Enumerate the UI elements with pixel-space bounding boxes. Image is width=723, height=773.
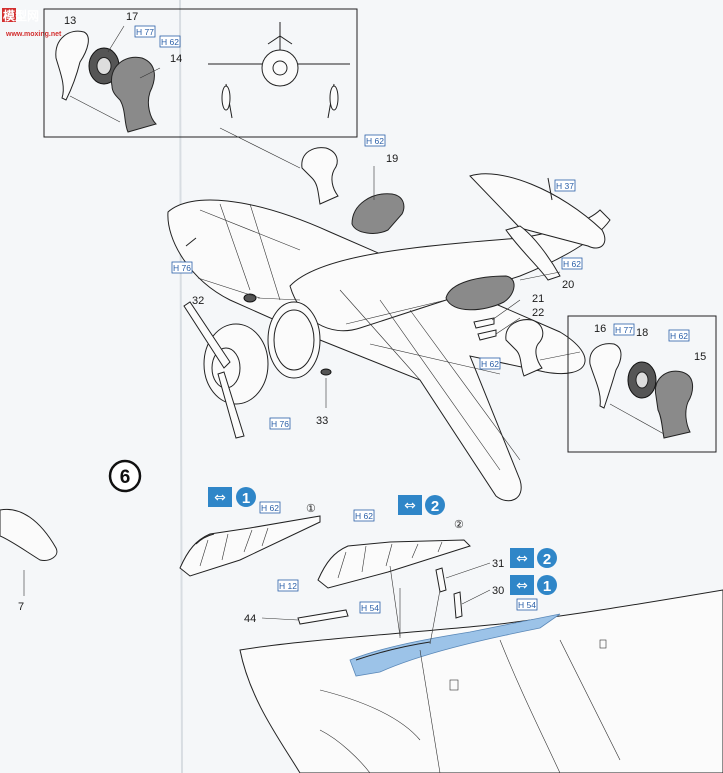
variant-marker-2: ② bbox=[454, 519, 464, 531]
part-number-16: 16 bbox=[594, 323, 606, 335]
tail-rudder bbox=[505, 225, 561, 281]
part-number-15: 15 bbox=[694, 351, 706, 363]
step-number: 6 bbox=[120, 467, 131, 488]
landing-gear-leg-right bbox=[505, 319, 544, 377]
paint-code-h54-left: H 54 bbox=[359, 601, 381, 614]
svg-text:H 62: H 62 bbox=[366, 136, 384, 146]
paint-code-h77-right: H 77 bbox=[613, 323, 635, 336]
svg-text:H 62: H 62 bbox=[670, 331, 688, 341]
callout-arrow-1-left: ⇔ 1 bbox=[208, 487, 256, 507]
landing-gear-leg-top bbox=[301, 147, 339, 205]
variant-marker-1: ① bbox=[306, 503, 316, 515]
front-view-plane bbox=[208, 22, 350, 119]
svg-text:H 62: H 62 bbox=[481, 359, 499, 369]
cockpit-blue-area bbox=[349, 613, 561, 677]
paint-code-h62-right: H 62 bbox=[668, 329, 690, 342]
paint-code-h76-wing: H 76 bbox=[171, 261, 193, 274]
part-14-shape bbox=[110, 56, 157, 133]
callout-arrow-2-right: ⇔ 2 bbox=[510, 548, 557, 568]
paint-code-h62-inset: H 62 bbox=[159, 35, 181, 48]
svg-text:H 77: H 77 bbox=[615, 325, 633, 335]
svg-text:H 62: H 62 bbox=[355, 511, 373, 521]
svg-text:H 12: H 12 bbox=[279, 581, 297, 591]
svg-text:H 76: H 76 bbox=[271, 419, 289, 429]
svg-text:2: 2 bbox=[543, 551, 551, 568]
propeller-blade-upper bbox=[183, 301, 231, 369]
part-number-18: 18 bbox=[636, 327, 648, 339]
part-number-7: 7 bbox=[18, 601, 24, 613]
part-number-22: 22 bbox=[532, 307, 544, 319]
part-30 bbox=[453, 591, 463, 619]
part-44 bbox=[297, 609, 349, 625]
leader-lines bbox=[197, 127, 581, 408]
svg-text:H 62: H 62 bbox=[261, 503, 279, 513]
inset-box-tail-gear bbox=[567, 315, 717, 453]
part-32 bbox=[243, 293, 257, 303]
canopy-variant-1 bbox=[179, 515, 321, 577]
part-number-30: 30 bbox=[492, 585, 504, 597]
callout-arrow-2-center: ⇔ 2 bbox=[398, 495, 445, 515]
paint-code-h62-canopy: H 62 bbox=[364, 134, 386, 147]
svg-text:2: 2 bbox=[431, 498, 439, 515]
svg-text:H 37: H 37 bbox=[556, 181, 574, 191]
part-31 bbox=[435, 567, 447, 593]
watermark-title: 模型网 bbox=[3, 8, 39, 23]
part-number-21: 21 bbox=[532, 293, 544, 305]
svg-text:H 76: H 76 bbox=[173, 263, 191, 273]
svg-text:H 77: H 77 bbox=[136, 27, 154, 37]
part-21 bbox=[473, 317, 495, 329]
cowling-ring bbox=[267, 301, 321, 379]
paint-code-h62-canopy1: H 62 bbox=[259, 501, 281, 514]
tail-fin bbox=[469, 173, 606, 249]
svg-text:1: 1 bbox=[543, 578, 551, 595]
part-22 bbox=[477, 329, 497, 341]
part-number-17: 17 bbox=[126, 11, 138, 23]
watermark-logo: 模型网 www.moxing.net bbox=[2, 8, 62, 38]
paint-code-h12: H 12 bbox=[277, 579, 299, 592]
canopy-variant-2 bbox=[317, 539, 471, 589]
paint-code-h37: H 37 bbox=[554, 179, 576, 192]
part-number-14: 14 bbox=[170, 53, 182, 65]
paint-code-h62-canopy2: H 62 bbox=[353, 509, 375, 522]
svg-text:⇔: ⇔ bbox=[214, 490, 226, 506]
part-number-31: 31 bbox=[492, 558, 504, 570]
part-20-tank bbox=[445, 275, 515, 311]
inset-tail-gear-parts bbox=[589, 343, 693, 439]
svg-text:H 62: H 62 bbox=[161, 37, 179, 47]
part-number-19: 19 bbox=[386, 153, 398, 165]
part-number-32: 32 bbox=[192, 295, 204, 307]
svg-text:⇔: ⇔ bbox=[516, 551, 528, 567]
part-33 bbox=[320, 368, 332, 376]
svg-text:H 54: H 54 bbox=[361, 603, 379, 613]
svg-text:⇔: ⇔ bbox=[516, 578, 528, 594]
part-number-44: 44 bbox=[244, 613, 256, 625]
paint-code-h54-right: H 54 bbox=[516, 598, 538, 611]
svg-text:H 62: H 62 bbox=[563, 259, 581, 269]
svg-text:H 54: H 54 bbox=[518, 600, 536, 610]
part-number-20: 20 bbox=[562, 279, 574, 291]
propeller-blade-lower bbox=[217, 371, 245, 439]
aircraft-body bbox=[167, 173, 611, 502]
part-number-13: 13 bbox=[64, 15, 76, 27]
svg-text:1: 1 bbox=[242, 490, 250, 507]
part-13-shape bbox=[55, 30, 89, 101]
part-19-canopy bbox=[351, 193, 405, 234]
paint-code-h76-engine: H 76 bbox=[269, 417, 291, 430]
callout-arrow-1-right: ⇔ 1 bbox=[510, 575, 557, 595]
part-7 bbox=[0, 508, 58, 561]
step-6-marker: 6 bbox=[108, 459, 142, 493]
inset-box-main-gear bbox=[43, 8, 358, 138]
part-number-33: 33 bbox=[316, 415, 328, 427]
watermark-url: www.moxing.net bbox=[5, 31, 62, 38]
svg-text:⇔: ⇔ bbox=[404, 498, 416, 514]
lower-fuselage bbox=[239, 589, 723, 773]
paint-code-h77-inset: H 77 bbox=[134, 25, 156, 38]
page-fold bbox=[179, 0, 183, 773]
paint-code-h62-gear: H 62 bbox=[479, 357, 501, 370]
inset-main-gear-parts bbox=[55, 25, 161, 133]
paint-code-h62-tank: H 62 bbox=[561, 257, 583, 270]
